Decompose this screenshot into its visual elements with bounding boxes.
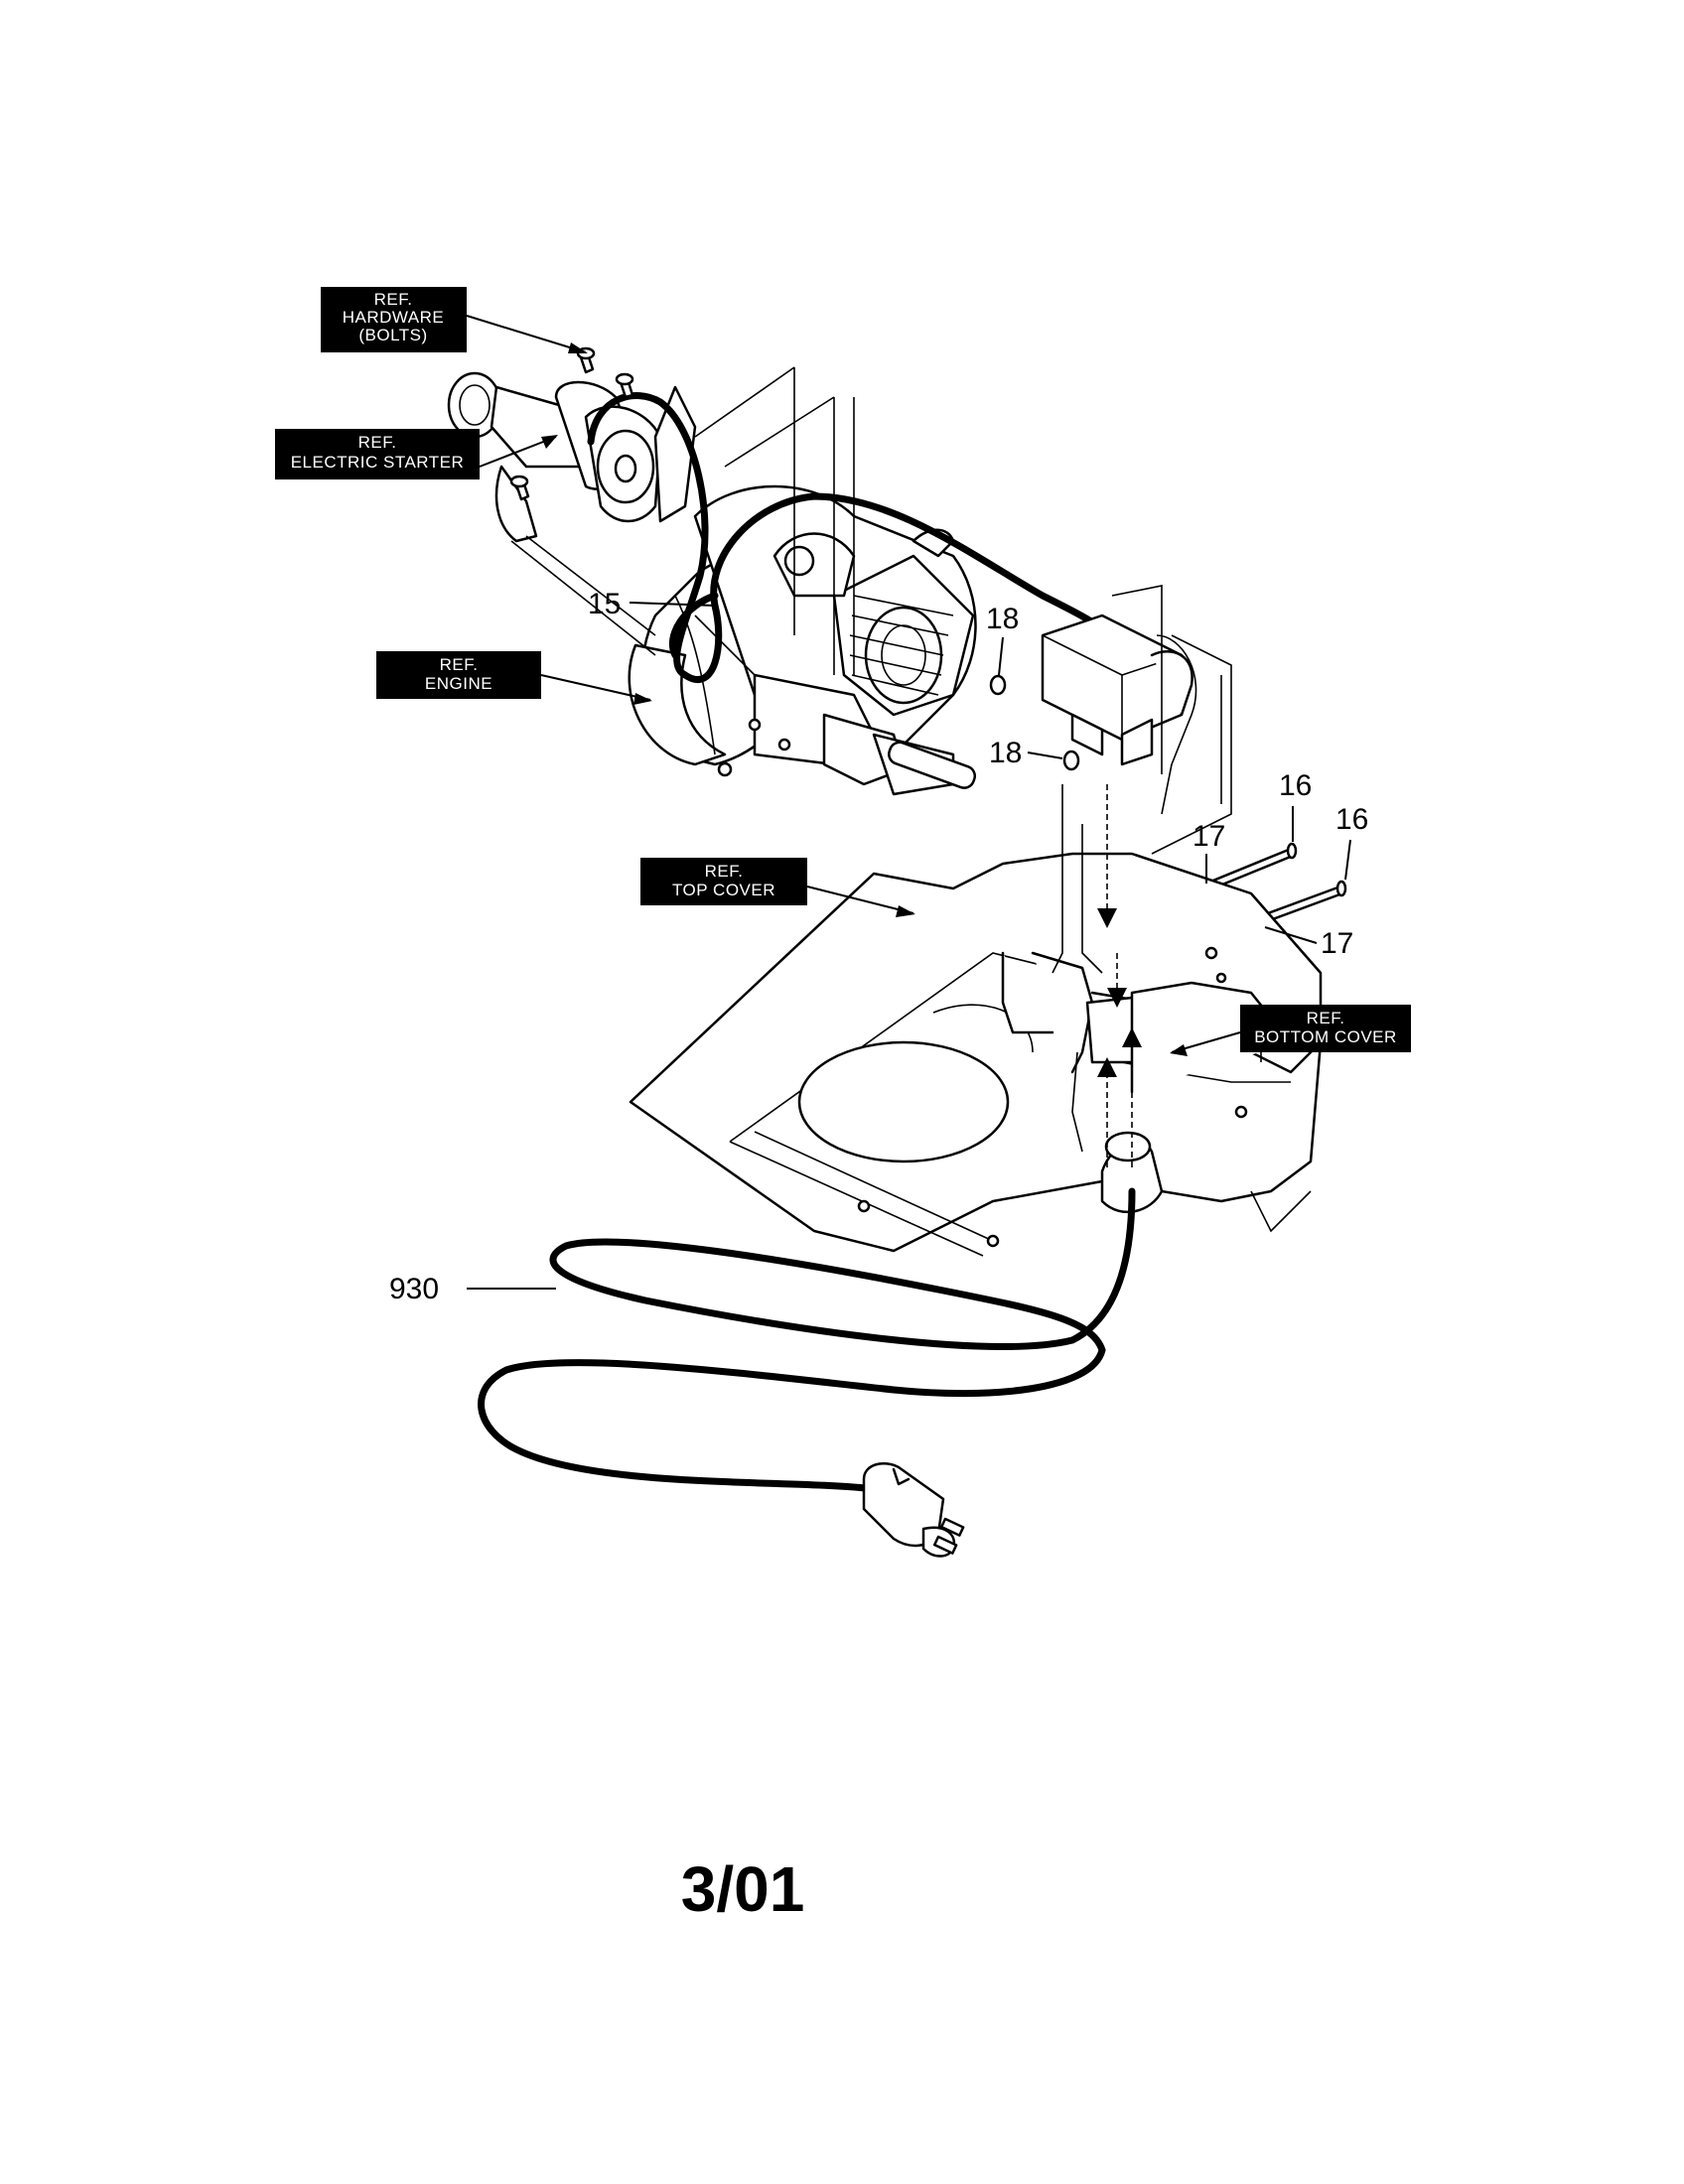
svg-text:17: 17 [1193, 820, 1225, 853]
cover-assembly [629, 852, 1323, 1257]
svg-text:16: 16 [1335, 803, 1368, 836]
switch-box [1041, 614, 1197, 815]
starter-wire-loop [668, 592, 719, 659]
part-number-15: 15 [588, 588, 716, 620]
part-number-17-upper: 17 [1193, 820, 1225, 884]
svg-text:ENGINE: ENGINE [425, 674, 492, 693]
callout-bottom-cover: REF. BOTTOM COVER [1170, 1005, 1411, 1056]
svg-text:15: 15 [588, 588, 621, 620]
starter-wire [587, 392, 1116, 683]
engine-assembly [628, 484, 977, 796]
part-number-16-left: 16 [1279, 769, 1312, 842]
svg-text:18: 18 [989, 737, 1022, 769]
part-number-930: 930 [389, 1273, 556, 1305]
part-number-17-lower: 17 [1264, 926, 1353, 960]
part-number-16-right: 16 [1335, 803, 1368, 881]
svg-text:REF.: REF. [358, 433, 397, 452]
part-number-18-bottom: 18 [989, 737, 1063, 769]
callout-engine: REF. ENGINE [376, 651, 652, 705]
power-cord-930 [478, 1187, 1136, 1558]
svg-text:REF.: REF. [374, 290, 413, 309]
callout-top-cover: REF. TOP COVER [640, 858, 915, 917]
svg-text:16: 16 [1279, 769, 1312, 802]
nuts-18 [989, 674, 1080, 771]
svg-text:BOTTOM COVER: BOTTOM COVER [1254, 1027, 1397, 1046]
footer-date: 3/01 [681, 1853, 805, 1925]
svg-text:930: 930 [389, 1273, 439, 1305]
part-number-18-top: 18 [986, 603, 1019, 676]
callout-electric-starter: REF. ELECTRIC STARTER [275, 429, 558, 479]
svg-text:TOP COVER: TOP COVER [672, 881, 775, 899]
assembly-arrows [1097, 784, 1142, 1171]
callout-hardware: REF. HARDWARE (BOLTS) [321, 287, 588, 353]
svg-text:REF.: REF. [705, 862, 744, 881]
svg-text:18: 18 [986, 603, 1019, 635]
svg-text:17: 17 [1321, 927, 1353, 960]
svg-text:ELECTRIC STARTER: ELECTRIC STARTER [291, 453, 465, 472]
explosion-lines [510, 366, 1232, 974]
electric-starter [447, 371, 697, 543]
svg-text:HARDWARE: HARDWARE [343, 308, 445, 327]
svg-text:REF.: REF. [440, 655, 479, 674]
svg-text:REF.: REF. [1307, 1009, 1345, 1027]
svg-text:(BOLTS): (BOLTS) [358, 326, 427, 344]
